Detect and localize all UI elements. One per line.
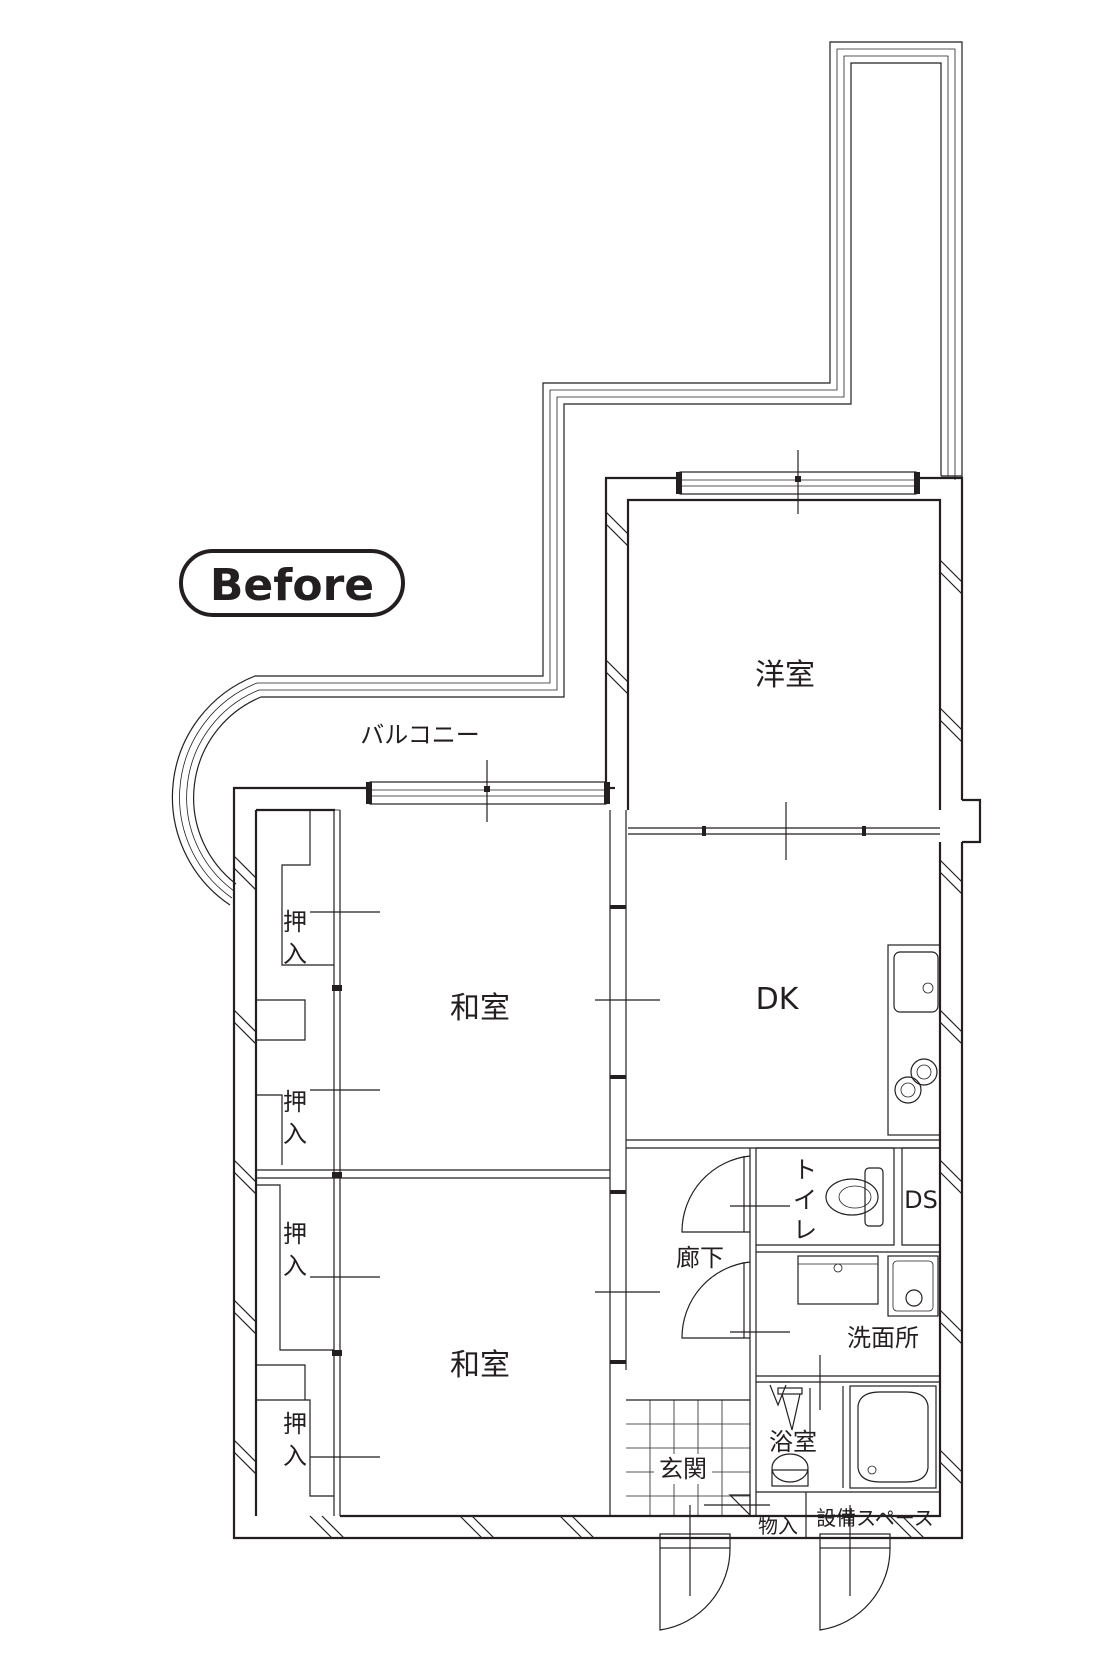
room-labels: バルコニー 洋室 和室 和室 DK 押 入 押 入 押 入 押 入 ト イ レ …	[283, 658, 938, 1538]
label-western-room: 洋室	[755, 658, 815, 693]
label-toilet-1: ト	[793, 1156, 817, 1184]
outer-walls	[232, 476, 982, 1540]
window-western-room	[676, 450, 920, 514]
wall-hatching	[233, 511, 963, 1539]
balcony-railing	[171, 41, 963, 906]
window-japanese-room	[366, 760, 610, 822]
interior-partitions	[256, 802, 941, 1538]
washroom-fixtures	[797, 1255, 939, 1317]
toilet-fixture	[825, 1167, 884, 1227]
label-closet-4-top: 押	[283, 1410, 307, 1438]
before-badge: Before	[179, 549, 405, 617]
label-closet-4-bottom: 入	[283, 1442, 307, 1470]
label-ds: DS	[904, 1186, 938, 1214]
bathtub	[771, 1385, 937, 1489]
label-japanese-room-upper: 和室	[450, 991, 510, 1026]
label-toilet-3: レ	[793, 1216, 817, 1244]
before-label: Before	[210, 560, 374, 611]
label-closet-3-top: 押	[283, 1220, 307, 1248]
label-corridor: 廊下	[676, 1244, 724, 1272]
label-storage: 物入	[758, 1514, 798, 1538]
sliding-arrows	[310, 911, 790, 1506]
label-entrance: 玄関	[659, 1455, 707, 1483]
label-toilet-2: イ	[793, 1186, 817, 1214]
label-closet-1-top: 押	[283, 908, 307, 936]
label-closet-2-bottom: 入	[283, 1120, 307, 1148]
label-equipment-space: 設備スペース	[816, 1506, 934, 1530]
kitchen-counter	[887, 944, 941, 1136]
label-closet-1-bottom: 入	[283, 940, 307, 968]
label-closet-2-top: 押	[283, 1088, 307, 1116]
label-japanese-room-lower: 和室	[450, 1348, 510, 1383]
label-washroom: 洗面所	[847, 1324, 919, 1352]
entrance-tiles	[626, 1400, 750, 1516]
label-dk: DK	[756, 982, 800, 1017]
doors	[659, 1155, 891, 1631]
label-closet-3-bottom: 入	[283, 1252, 307, 1280]
label-balcony: バルコニー	[360, 721, 480, 749]
label-bathroom: 浴室	[769, 1428, 817, 1456]
